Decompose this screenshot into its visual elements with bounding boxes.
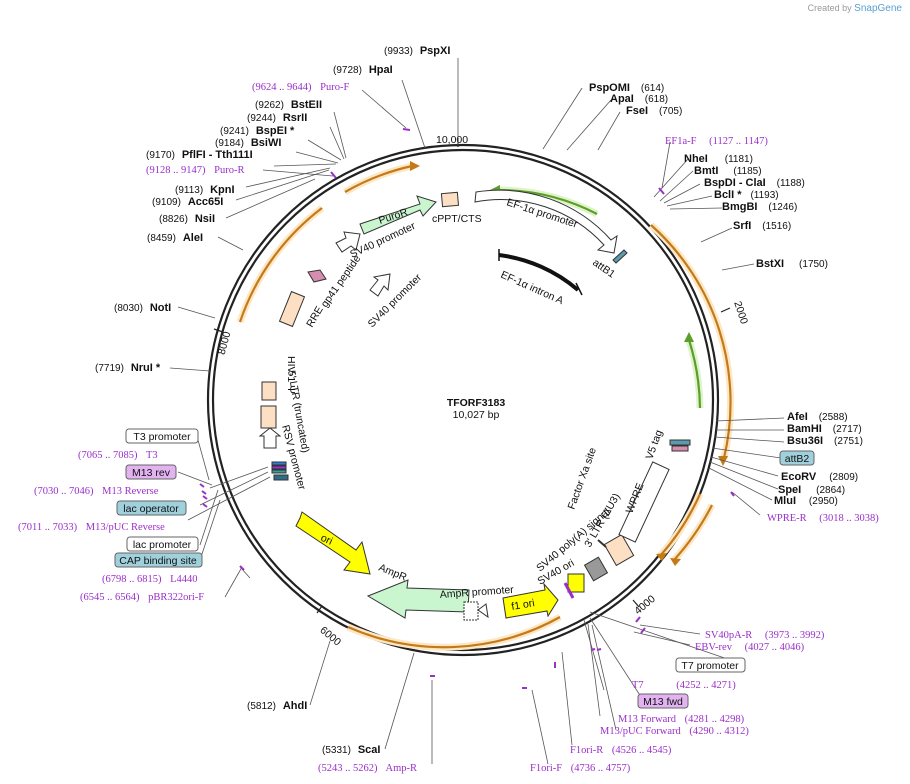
svg-text:NheI (1181): NheI (1181) — [684, 153, 753, 165]
svg-text:(9933) PspXI: (9933) PspXI — [384, 45, 450, 57]
f1-ori-label: f1 ori — [510, 597, 535, 613]
svg-text:SV40pA-R (3973 .. 3992): SV40pA-R (3973 .. 3992) — [705, 630, 825, 641]
cppt-label: cPPT/CTS — [432, 213, 482, 225]
svg-text:F1ori-F (4736 .. 4757): F1ori-F (4736 .. 4757) — [530, 763, 631, 774]
leader-lines — [169, 58, 785, 765]
svg-text:M13 Forward (4281 .. 4298): M13 Forward (4281 .. 4298) — [618, 714, 745, 725]
cap-binding-site-box: CAP binding site — [119, 555, 197, 567]
svg-text:(7065 .. 7085) T3: (7065 .. 7085) T3 — [78, 450, 158, 461]
svg-text:MluI (2950): MluI (2950) — [774, 495, 838, 507]
ruler-label-2000: 2000 — [731, 300, 750, 326]
ampr-label: AmpR — [377, 562, 409, 584]
svg-text:F1ori-R (4526 .. 4545): F1ori-R (4526 .. 4545) — [570, 745, 672, 756]
svg-text:(9128 .. 9147) Puro-R: (9128 .. 9147) Puro-R — [146, 165, 244, 176]
svg-text:WPRE-R (3018 .. 3038): WPRE-R (3018 .. 3038) — [767, 513, 879, 524]
sv40-promoter-label-2: SV40 promoter — [366, 271, 425, 330]
ef1a-intron-arc — [498, 253, 580, 292]
gp41-label: gp41 peptide — [319, 253, 364, 310]
svg-text:BmtI (1185): BmtI (1185) — [694, 165, 762, 177]
svg-text:(7030 .. 7046) M13 Reverse: (7030 .. 7046) M13 Reverse — [34, 486, 159, 497]
svg-text:Bsu36I (2751): Bsu36I (2751) — [787, 435, 863, 447]
primer-marks — [199, 128, 735, 689]
svg-text:(9113) KpnI: (9113) KpnI — [175, 184, 235, 196]
t3-promoter-box: T3 promoter — [133, 431, 191, 443]
svg-text:(6798 .. 6815) L4440: (6798 .. 6815) L4440 — [102, 574, 198, 585]
lac-operator-box: lac operator — [123, 503, 179, 515]
green-arcs — [496, 186, 704, 409]
plasmid-size: 10,027 bp — [453, 409, 500, 421]
snapgene-logo: SnapGene — [854, 3, 902, 14]
svg-text:(8826) NsiI: (8826) NsiI — [159, 213, 215, 225]
svg-text:(8030) NotI: (8030) NotI — [114, 302, 171, 314]
svg-text:(6545 .. 6564) pBR322ori-F: (6545 .. 6564) pBR322ori-F — [80, 592, 204, 603]
feature-shapes — [258, 189, 691, 621]
svg-text:M13/pUC Forward (4290 .. 4312): M13/pUC Forward (4290 .. 4312) — [600, 726, 749, 737]
svg-text:(9184) BsiWI: (9184) BsiWI — [215, 137, 281, 149]
enzyme-name: PspXI — [420, 45, 451, 57]
plasmid-name: TFORF3183 — [447, 397, 506, 409]
svg-text:(9170) PflFI - Tth111I: (9170) PflFI - Tth111I — [146, 149, 253, 161]
svg-text:BamHI (2717): BamHI (2717) — [787, 423, 862, 435]
hiv-psi-label: HIV-1 Ψ — [285, 356, 297, 394]
enzyme-pos: (9933) — [384, 46, 413, 57]
ori-label: ori — [319, 532, 335, 548]
svg-text:(9624 .. 9644) Puro-F: (9624 .. 9644) Puro-F — [252, 82, 349, 93]
ruler-label-6000: 6000 — [318, 624, 344, 648]
svg-text:AfeI (2588): AfeI (2588) — [787, 411, 848, 423]
enzyme-labels-right: PspOMI (614) ApaI (618) FseI (705) NheI … — [589, 82, 863, 507]
svg-text:EcoRV (2809): EcoRV (2809) — [781, 471, 858, 483]
ruler-label-8000: 8000 — [216, 330, 234, 356]
svg-text:(9262) BstEII: (9262) BstEII — [255, 99, 322, 111]
svg-text:(5812) AhdI: (5812) AhdI — [247, 700, 307, 712]
boxed-labels: T3 promoter M13 rev lac operator lac pro… — [114, 428, 815, 709]
svg-text:T7 (4252 .. 4271): T7 (4252 .. 4271) — [632, 680, 736, 691]
svg-text:(7719) NruI *: (7719) NruI * — [95, 362, 161, 374]
factor-xa-label: Factor Xa site — [566, 446, 599, 511]
ampr-promoter-label: AmpR promoter — [439, 584, 514, 601]
svg-text:FseI (705): FseI (705) — [626, 105, 682, 117]
svg-text:BstXI (1750): BstXI (1750) — [756, 258, 828, 270]
svg-text:EBV-rev (4027 .. 4046): EBV-rev (4027 .. 4046) — [695, 642, 805, 653]
rre-label: RRE — [304, 304, 325, 329]
svg-text:(9728) HpaI: (9728) HpaI — [333, 64, 393, 76]
svg-text:(5243 .. 5262) Amp-R: (5243 .. 5262) Amp-R — [318, 763, 417, 774]
svg-text:ApaI (618): ApaI (618) — [610, 93, 668, 105]
svg-text:BclI * (1193): BclI * (1193) — [714, 189, 779, 201]
lac-promoter-box: lac promoter — [133, 539, 192, 551]
primer-labels: (9624 .. 9644) Puro-F (9128 .. 9147) Pur… — [18, 82, 879, 774]
svg-text:EF1a-F (1127 .. 1147): EF1a-F (1127 .. 1147) — [665, 136, 768, 147]
svg-text:SrfI (1516): SrfI (1516) — [733, 220, 791, 232]
svg-text:(9244) RsrII: (9244) RsrII — [247, 112, 307, 124]
attb2-box: attB2 — [785, 453, 810, 465]
brand-label: Created by SnapGene — [807, 3, 902, 14]
m13-rev-box: M13 rev — [132, 467, 171, 479]
t7-promoter-box: T7 promoter — [681, 660, 739, 672]
svg-text:(7011 .. 7033) M13/pUC Reverse: (7011 .. 7033) M13/pUC Reverse — [18, 522, 165, 533]
ruler-label-4000: 4000 — [632, 593, 658, 617]
svg-text:(9109) Acc65I: (9109) Acc65I — [152, 196, 223, 208]
enzyme-labels-left: (9933) PspXI (9728) HpaI (9262) BstEII (… — [95, 45, 450, 756]
backbone-outer — [206, 143, 720, 657]
orf-arcs — [236, 162, 734, 651]
v5-tag-label: V5 tag — [644, 428, 666, 461]
svg-text:BspDI - ClaI (1188): BspDI - ClaI (1188) — [704, 177, 805, 189]
m13-fwd-box: M13 fwd — [643, 696, 683, 708]
svg-text:PspOMI (614): PspOMI (614) — [589, 82, 664, 94]
backbone-inner — [211, 148, 715, 652]
svg-text:BmgBI (1246): BmgBI (1246) — [722, 201, 797, 213]
ruler-label-10000: 10,000 — [436, 134, 468, 146]
svg-text:(5331) ScaI: (5331) ScaI — [322, 744, 380, 756]
svg-text:(8459) AleI: (8459) AleI — [147, 232, 203, 244]
svg-text:(9241) BspEI *: (9241) BspEI * — [220, 125, 295, 137]
svg-text:SpeI (2864): SpeI (2864) — [778, 484, 845, 496]
